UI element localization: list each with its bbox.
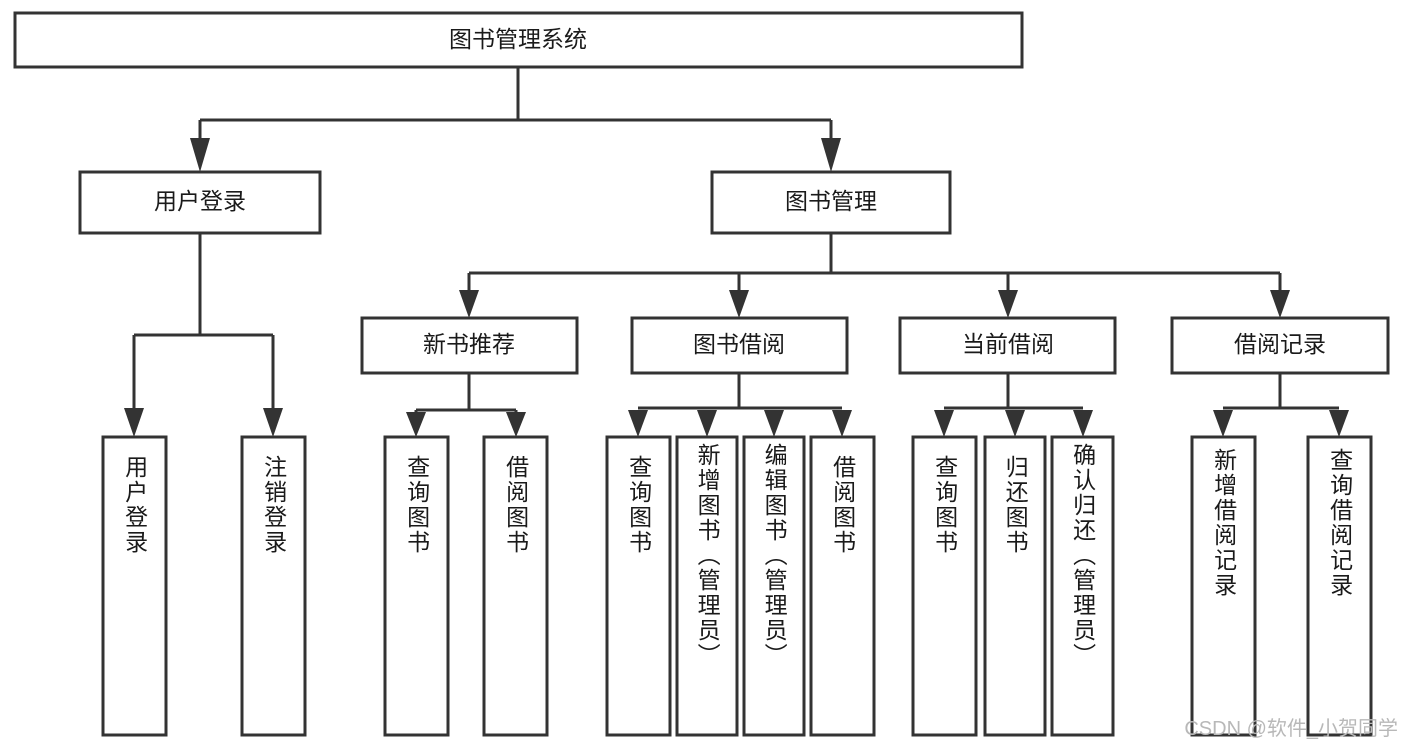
connector-root-to-level2 xyxy=(190,67,841,172)
connector-newbook-to-leaves xyxy=(406,373,526,437)
node-leaf-borrow-book-box[interactable] xyxy=(809,435,876,737)
node-root-box[interactable] xyxy=(13,11,1024,69)
node-leaf-borrow-book-rec-box[interactable] xyxy=(482,435,549,737)
node-leaf-user-login-box[interactable] xyxy=(101,435,168,737)
arrow-leaf-user-login-icon xyxy=(124,408,144,437)
node-leaf-query-record-box[interactable] xyxy=(1306,435,1373,737)
node-book-borrow[interactable]: 图书借阅 xyxy=(630,316,849,375)
node-user-login-box[interactable] xyxy=(78,170,322,235)
node-borrow-record-label: 借阅记录 xyxy=(1234,331,1326,357)
arrow-leaf-edit-book-icon xyxy=(764,410,784,437)
node-leaf-confirm-return-box[interactable] xyxy=(1050,435,1115,737)
node-borrow-record[interactable]: 借阅记录 xyxy=(1170,316,1390,375)
connector-bookborrow-to-leaves xyxy=(628,373,852,437)
node-book-borrow-label: 图书借阅 xyxy=(693,331,785,357)
node-book-borrow-box[interactable] xyxy=(630,316,849,375)
arrow-current-borrow-icon xyxy=(998,290,1018,318)
arrow-book-manage-icon xyxy=(821,138,841,172)
watermark-label: CSDN @软件_小贺同学 xyxy=(1184,717,1398,740)
arrow-leaf-logout-icon xyxy=(263,408,283,437)
node-new-book-recommend[interactable]: 新书推荐 xyxy=(360,316,579,375)
arrow-leaf-confirm-return-icon xyxy=(1073,410,1093,437)
arrow-leaf-return-book-icon xyxy=(1005,410,1025,437)
arrow-leaf-borrow-book-rec-icon xyxy=(506,412,526,437)
node-root[interactable]: 图书管理系统 xyxy=(13,11,1024,69)
arrow-leaf-borrow-book-icon xyxy=(832,410,852,437)
node-book-manage-label: 图书管理 xyxy=(785,188,877,214)
node-leaf-logout-box[interactable] xyxy=(240,435,307,737)
arrow-borrow-record-icon xyxy=(1270,290,1290,318)
arrow-leaf-add-record-icon xyxy=(1213,410,1233,437)
arrow-book-borrow-icon xyxy=(729,290,749,318)
node-book-manage[interactable]: 图书管理 xyxy=(710,170,952,235)
node-root-label: 图书管理系统 xyxy=(449,26,587,52)
arrow-user-login-icon xyxy=(190,138,210,172)
node-leaf-add-book-box[interactable] xyxy=(675,435,739,737)
node-borrow-record-box[interactable] xyxy=(1170,316,1390,375)
node-current-borrow[interactable]: 当前借阅 xyxy=(898,316,1117,375)
node-leaf-return-book-box[interactable] xyxy=(983,435,1047,737)
node-current-borrow-label: 当前借阅 xyxy=(962,331,1054,357)
node-leaf-edit-book-box[interactable] xyxy=(742,435,806,737)
arrow-leaf-query-book-rec-icon xyxy=(406,412,426,437)
node-user-login-label: 用户登录 xyxy=(154,188,246,214)
node-user-login[interactable]: 用户登录 xyxy=(78,170,322,235)
connector-userlogin-to-leaves xyxy=(124,233,283,437)
node-leaf-query-book-rec-box[interactable] xyxy=(383,435,450,737)
arrow-new-book-icon xyxy=(459,290,479,318)
arrow-leaf-query-book-cur-icon xyxy=(934,410,954,437)
node-book-manage-box[interactable] xyxy=(710,170,952,235)
arrow-leaf-query-book-borrow-icon xyxy=(628,410,648,437)
node-leaf-add-record-box[interactable] xyxy=(1190,435,1257,737)
connector-borrowrecord-to-leaves xyxy=(1213,373,1349,437)
arrow-leaf-add-book-icon xyxy=(697,410,717,437)
node-current-borrow-box[interactable] xyxy=(898,316,1117,375)
node-leaf-query-book-borrow-box[interactable] xyxy=(605,435,672,737)
connector-currentborrow-to-leaves xyxy=(934,373,1093,437)
arrow-leaf-query-record-icon xyxy=(1329,410,1349,437)
node-new-book-recommend-box[interactable] xyxy=(360,316,579,375)
leaf-boxes xyxy=(101,435,1373,737)
node-new-book-recommend-label: 新书推荐 xyxy=(423,331,515,357)
node-leaf-query-book-cur-box[interactable] xyxy=(911,435,978,737)
connector-bookmanage-to-level3 xyxy=(459,233,1290,318)
